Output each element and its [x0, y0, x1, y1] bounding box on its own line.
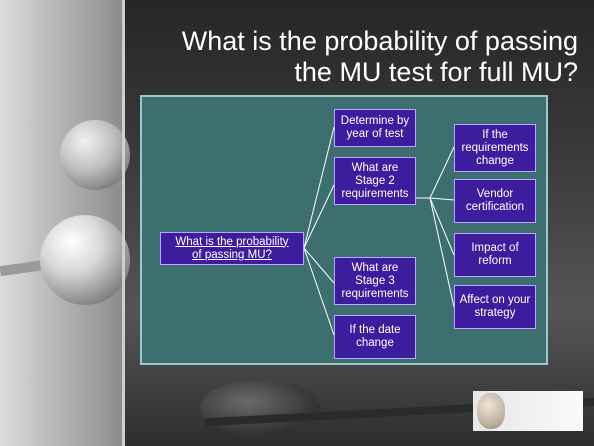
- node-label: What are: [351, 261, 399, 274]
- node-label: If the date: [349, 324, 401, 336]
- node-label: Stage 3: [355, 274, 395, 287]
- node-label: change: [356, 337, 394, 349]
- node-label: of passing MU?: [192, 248, 272, 261]
- node-label: year of test: [346, 128, 404, 140]
- connector-line: [429, 146, 455, 199]
- node-stage3-requirements: What are Stage 3 requirements: [334, 257, 416, 305]
- connector-line: [429, 197, 455, 256]
- node-stage2-requirements: What are Stage 2 requirements: [334, 157, 416, 205]
- node-label: requirements: [341, 187, 409, 200]
- connector-line: [303, 126, 335, 249]
- node-label: If the: [482, 128, 508, 141]
- node-label: change: [476, 154, 514, 167]
- node-label: Stage 2: [355, 174, 395, 187]
- node-label: Impact of: [471, 242, 519, 254]
- node-date-change: If the date change: [334, 315, 416, 359]
- node-label: Determine by: [340, 115, 410, 127]
- decorative-shadow-ball: [200, 380, 320, 435]
- node-label: Vendor: [476, 188, 514, 200]
- connector-line: [303, 247, 335, 336]
- node-year-of-test: Determine by year of test: [334, 109, 416, 147]
- node-affect-on-strategy: Affect on your strategy: [454, 285, 536, 329]
- node-label: What is the probability: [175, 235, 289, 248]
- decorative-ball: [60, 120, 130, 190]
- connector-line: [303, 247, 335, 284]
- diagram-panel: What is the probability of passing MU? D…: [140, 95, 548, 365]
- node-impact-of-reform: Impact of reform: [454, 233, 536, 277]
- node-label: strategy: [474, 307, 516, 319]
- node-label: reform: [478, 255, 512, 267]
- divider: [122, 0, 125, 446]
- title-line: What is the probability of passing: [181, 26, 578, 56]
- decorative-ball: [40, 215, 130, 305]
- node-label: Affect on your: [459, 294, 531, 306]
- portrait-bust-icon: [477, 393, 505, 429]
- node-label: requirements: [461, 141, 529, 154]
- node-vendor-certification: Vendor certification: [454, 179, 536, 223]
- node-label: certification: [465, 201, 525, 213]
- company-logo: [473, 391, 583, 431]
- connector-line: [303, 184, 335, 249]
- connector-line: [429, 197, 455, 201]
- root-node: What is the probability of passing MU?: [160, 232, 304, 265]
- connector-line: [429, 197, 455, 308]
- node-requirements-change: If the requirements change: [454, 124, 536, 172]
- title-line: the MU test for full MU?: [294, 57, 578, 87]
- node-label: What are: [351, 161, 399, 174]
- diagram-connectors: [303, 126, 455, 336]
- slide-title: What is the probability of passing the M…: [130, 26, 578, 88]
- node-label: requirements: [341, 287, 409, 300]
